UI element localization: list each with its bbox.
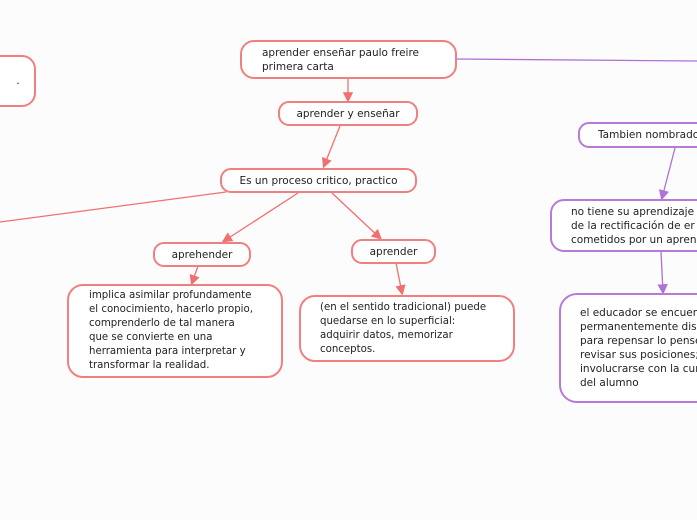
node-aprender[interactable]: aprender [351,239,436,264]
connector-aprender-ensenar-to-proceso [322,125,341,169]
node-aprehender-desc-text: implica asimilar profundamente el conoci… [89,290,253,371]
connector-tambien-to-no-tiene [658,147,676,201]
connector-no-tiene-to-educador [657,251,668,295]
node-proceso-text: Es un proceso critico, practico [239,174,398,187]
node-root[interactable]: aprender enseñar paulo freire primera ca… [240,40,457,79]
node-no-tiene-text: no tiene su aprendizaje de la rectificac… [571,205,697,246]
left-partial-text: . [16,75,20,87]
node-aprender-ensenar[interactable]: aprender y enseñar [278,101,418,126]
node-aprehender-text: aprehender [171,248,233,261]
node-educador-text: el educador se encuen permanentemente di… [580,307,697,389]
left-partial-node[interactable]: . [0,55,36,107]
node-no-tiene[interactable]: no tiene su aprendizaje de la rectificac… [550,199,697,252]
connector-root-to-right [455,58,697,62]
node-aprender-text: aprender [369,245,418,258]
connector-proceso-to-left [0,191,227,223]
node-tambien-nombrado[interactable]: Tambien nombrado [578,122,697,148]
connector-aprender-to-desc [395,262,406,296]
node-aprender-ensenar-text: aprender y enseñar [296,107,400,120]
connector-proceso-to-aprehender [221,192,299,243]
node-educador[interactable]: el educador se encuen permanentemente di… [559,293,697,403]
node-proceso[interactable]: Es un proceso critico, practico [220,168,417,193]
node-aprehender-desc[interactable]: implica asimilar profundamente el conoci… [67,284,283,378]
node-tambien-nombrado-text: Tambien nombrado [598,129,697,141]
node-aprehender[interactable]: aprehender [153,242,251,267]
connector-proceso-to-aprender [331,192,382,240]
connector-aprehender-to-desc [189,265,200,286]
node-aprender-desc-text: (en el sentido tradicional) puede quedar… [320,301,487,355]
node-aprender-desc[interactable]: (en el sentido tradicional) puede quedar… [299,295,515,362]
node-root-text: aprender enseñar paulo freire primera ca… [262,46,420,73]
